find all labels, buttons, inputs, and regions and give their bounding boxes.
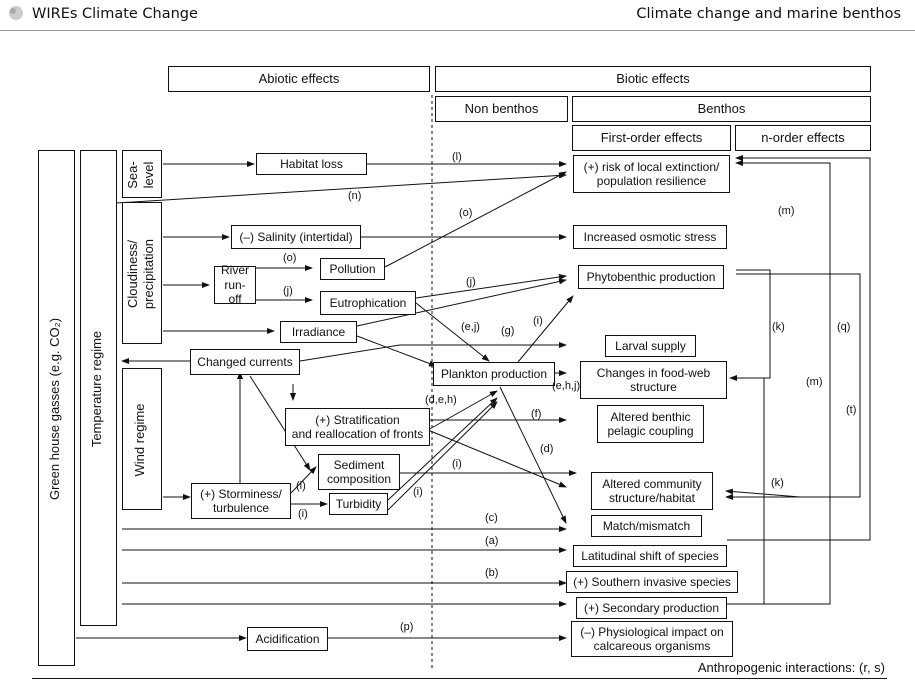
- label-b: (b): [485, 567, 499, 579]
- node-salinity: (–) Salinity (intertidal): [231, 225, 361, 249]
- arrow-paths: [76, 95, 871, 668]
- header-first-order: First-order effects: [572, 125, 731, 151]
- node-larval-supply: Larval supply: [605, 335, 696, 357]
- header-rule: [0, 30, 915, 31]
- arrow-o2: [384, 171, 567, 268]
- node-plankton-production: Plankton production: [433, 362, 555, 386]
- label-i3: (i): [298, 508, 308, 520]
- node-changed-currents: Changed currents: [190, 349, 300, 375]
- label-c: (c): [485, 512, 498, 524]
- footer-anthropogenic: Anthropogenic interactions: (r, s): [697, 660, 885, 675]
- label-p: (p): [400, 621, 414, 633]
- wind-regime-label: Wind regime: [132, 403, 147, 477]
- node-extinction-risk: (+) risk of local extinction/ population…: [573, 155, 730, 193]
- label-m1: (m): [778, 205, 795, 217]
- node-acidification: Acidification: [247, 627, 328, 651]
- label-m2: (m): [806, 376, 823, 388]
- label-a: (a): [485, 535, 499, 547]
- arrow-deh: [427, 390, 498, 431]
- arrow-n: [99, 172, 567, 205]
- arrow-irradiance-plankton: [356, 335, 437, 367]
- cloudiness-box: Cloudiness/ precipitation: [122, 202, 162, 344]
- node-pollution: Pollution: [320, 258, 385, 280]
- arrow-g: [356, 278, 567, 327]
- node-physiological-impact: (–) Physiological impact on calcareous o…: [571, 621, 733, 657]
- label-i5: (i): [413, 486, 423, 498]
- label-i2: (i): [296, 480, 306, 492]
- label-q: (q): [837, 321, 851, 333]
- arrow-ej: [415, 302, 490, 362]
- sea-level-box: Sea- level: [122, 150, 162, 198]
- arrow-m-outer: [727, 155, 871, 541]
- temperature-regime-label: Temperature regime: [89, 330, 104, 448]
- node-phytobenthic: Phytobenthic production: [578, 265, 724, 289]
- arrow-i5: [387, 397, 498, 501]
- arrow-q: [727, 160, 831, 605]
- label-j2: (j): [466, 276, 476, 288]
- cloudiness-label: Cloudiness/ precipitation: [125, 238, 156, 310]
- arrow-i1: [517, 295, 574, 363]
- arrow-currents-larval: [299, 342, 567, 362]
- header-abiotic: Abiotic effects: [168, 66, 430, 92]
- node-stratification: (+) Stratification and reallocation of f…: [285, 408, 430, 446]
- node-river-runoff: River run-off: [214, 263, 256, 306]
- arrow-currents-sediment: [249, 375, 311, 471]
- greenhouse-gas-box: Green house gasses (e.g. CO₂): [38, 150, 75, 666]
- greenhouse-gas-label: Green house gasses (e.g. CO₂): [47, 317, 62, 501]
- arrow-stratification-community: [427, 429, 567, 488]
- header-n-order: n-order effects: [735, 125, 871, 151]
- arrow-i2: [290, 466, 317, 494]
- label-j1: (j): [283, 285, 293, 297]
- node-community-structure: Altered community structure/habitat: [591, 472, 713, 510]
- label-deh: (d,e,h): [425, 394, 457, 406]
- arrow-t: [725, 273, 861, 500]
- label-o1: (o): [283, 252, 297, 264]
- label-l: (l): [452, 151, 462, 163]
- node-habitat-loss: Habitat loss: [256, 153, 367, 175]
- node-latitudinal-shift: Latitudinal shift of species: [573, 545, 727, 567]
- journal-title: WIREs Climate Change: [32, 6, 198, 22]
- node-invasive-species: (+) Southern invasive species: [566, 571, 738, 593]
- label-f: (f): [531, 408, 542, 420]
- node-turbidity: Turbidity: [329, 493, 388, 515]
- header-non-benthos: Non benthos: [435, 96, 568, 122]
- arrow-k1: [729, 269, 771, 381]
- label-i4: (i): [452, 458, 462, 470]
- label-n: (n): [348, 190, 362, 202]
- sea-level-label: Sea- level: [125, 161, 156, 189]
- node-eutrophication: Eutrophication: [320, 291, 416, 315]
- wind-regime-box: Wind regime: [122, 368, 162, 510]
- label-g: (g): [501, 325, 515, 337]
- label-k2: (k): [771, 477, 784, 489]
- node-osmotic-stress: Increased osmotic stress: [573, 225, 727, 249]
- arrow-j2: [415, 274, 567, 299]
- node-irradiance: Irradiance: [280, 321, 357, 343]
- label-ehj: (e,h,j): [552, 380, 581, 392]
- temperature-regime-box: Temperature regime: [80, 150, 117, 626]
- label-k1: (k): [772, 321, 785, 333]
- node-match-mismatch: Match/mismatch: [591, 515, 702, 537]
- arrow-d: [499, 386, 567, 524]
- arrow-k2: [725, 488, 801, 498]
- header-benthos: Benthos: [572, 96, 871, 122]
- label-i1: (i): [533, 315, 543, 327]
- label-d: (d): [540, 443, 554, 455]
- arrow-turbidity-plankton-2: [387, 401, 498, 511]
- node-sediment-composition: Sediment composition: [318, 454, 400, 490]
- node-benthic-pelagic-coupling: Altered benthic pelagic coupling: [597, 405, 704, 443]
- node-foodweb: Changes in food-web structure: [580, 361, 727, 399]
- article-title: Climate change and marine benthos: [636, 6, 901, 22]
- label-ej: (e,j): [461, 321, 480, 333]
- footer-rule: [32, 678, 887, 679]
- header-biotic: Biotic effects: [435, 66, 871, 92]
- label-o2: (o): [459, 207, 473, 219]
- arrow-m-inner: [727, 377, 765, 605]
- node-secondary-production: (+) Secondary production: [576, 597, 727, 619]
- journal-logo-icon: [9, 6, 23, 20]
- label-t: (t): [846, 404, 857, 416]
- node-storminess: (+) Storminess/ turbulence: [191, 483, 291, 519]
